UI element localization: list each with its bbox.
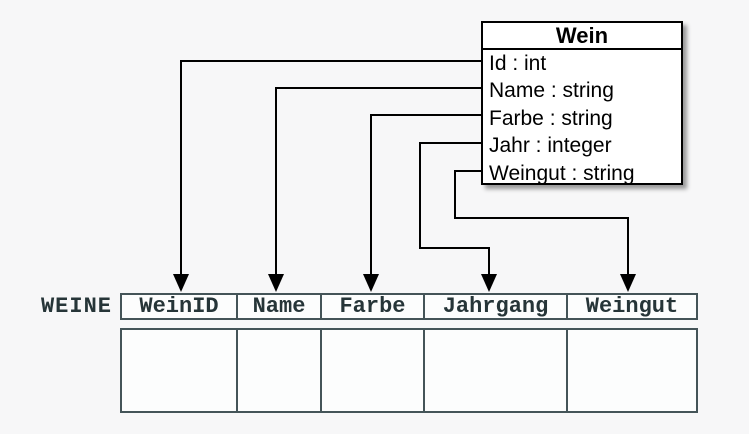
arrowhead-weingut-icon bbox=[620, 274, 636, 292]
arrowhead-weinid-icon bbox=[173, 274, 189, 292]
connector-jahr-to-jahrgang bbox=[419, 142, 497, 292]
class-attribute-weingut: Weingut : string bbox=[489, 161, 635, 185]
class-attribute-farbe: Farbe : string bbox=[489, 106, 613, 130]
connector-farbe-to-farbe bbox=[363, 114, 482, 292]
column-header-name: Name bbox=[238, 294, 322, 319]
connector-id-to-weinid bbox=[173, 60, 482, 292]
table-body-row bbox=[120, 328, 698, 413]
body-cell-name bbox=[238, 330, 322, 411]
arrowhead-jahrgang-icon bbox=[481, 274, 497, 292]
body-cell-weingut bbox=[568, 330, 696, 411]
class-attribute-id: Id : int bbox=[489, 52, 547, 75]
connector-weingut-to-weingut bbox=[454, 170, 636, 292]
body-cell-weinid bbox=[122, 330, 238, 411]
class-attribute-name: Name : string bbox=[489, 79, 614, 103]
class-attribute-list: Id : int Name : string Farbe : string Ja… bbox=[483, 50, 681, 187]
column-header-jahrgang: Jahrgang bbox=[425, 294, 568, 319]
uml-class-box-wein: Wein Id : int Name : string Farbe : stri… bbox=[481, 21, 683, 185]
column-header-weingut: Weingut bbox=[585, 294, 679, 319]
class-title: Wein bbox=[483, 23, 681, 50]
table-header-row: WeinID Name Farbe Jahrgang Weingut bbox=[120, 293, 698, 320]
column-header-weinid: WeinID bbox=[122, 294, 238, 319]
body-cell-farbe bbox=[322, 330, 425, 411]
column-header-farbe: Farbe bbox=[322, 294, 425, 319]
arrowhead-name-icon bbox=[268, 274, 284, 292]
table-name-label: WEINE bbox=[40, 294, 112, 319]
arrowhead-farbe-icon bbox=[363, 274, 379, 292]
connector-name-to-name bbox=[268, 87, 482, 292]
class-attribute-jahr: Jahr : integer bbox=[489, 134, 612, 158]
body-cell-jahrgang bbox=[425, 330, 568, 411]
